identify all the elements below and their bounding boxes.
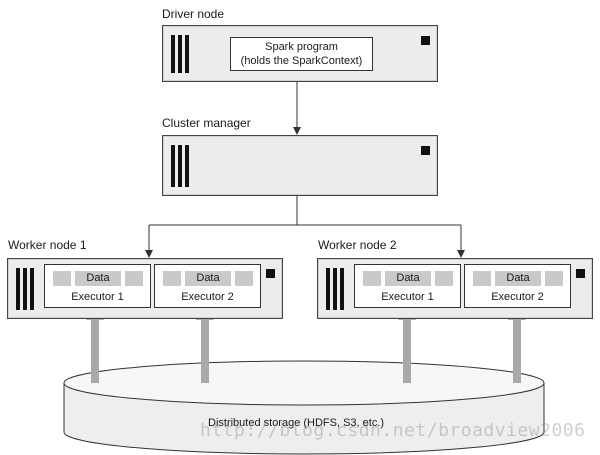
executor-box: Data Executor 2 xyxy=(464,264,571,308)
storage-cylinder xyxy=(63,360,545,455)
worker-node-1-box: Data Executor 1 Data Executor 2 xyxy=(7,258,283,319)
driver-node-title: Driver node xyxy=(162,7,225,21)
watermark-text: http://blog.csdn.net/broadview2006 xyxy=(200,420,586,441)
manager-to-workers-connector xyxy=(145,196,465,258)
data-label: Data xyxy=(185,271,231,286)
executor-name: Executor 1 xyxy=(381,291,434,303)
cluster-manager-title: Cluster manager xyxy=(162,116,251,130)
server-rack-icon xyxy=(16,268,34,310)
worker-node-2-title: Worker node 2 xyxy=(318,238,397,252)
server-rack-icon xyxy=(171,145,189,187)
distributed-storage-label: Distributed storage (HDFS, S3, etc.) xyxy=(208,417,385,429)
status-led-icon xyxy=(576,269,585,278)
executor-name: Executor 1 xyxy=(71,291,124,303)
spark-program-sublabel: (holds the SparkContext) xyxy=(240,55,363,67)
cluster-manager-box xyxy=(162,135,438,196)
executor-box: Data Executor 1 xyxy=(354,264,461,308)
worker-node-1-title: Worker node 1 xyxy=(8,238,87,252)
server-rack-icon xyxy=(326,268,344,310)
data-label: Data xyxy=(495,271,541,286)
executor-box: Data Executor 2 xyxy=(154,264,261,308)
executor-name: Executor 2 xyxy=(491,291,544,303)
executor-data-block: Data xyxy=(163,271,253,286)
status-led-icon xyxy=(421,36,430,45)
driver-node-box: Spark program (holds the SparkContext) xyxy=(162,25,438,82)
server-rack-icon xyxy=(171,35,189,73)
executor-data-block: Data xyxy=(53,271,143,286)
data-label: Data xyxy=(385,271,431,286)
executor-name: Executor 2 xyxy=(181,291,234,303)
worker-node-2-box: Data Executor 1 Data Executor 2 xyxy=(317,258,593,319)
status-led-icon xyxy=(266,269,275,278)
driver-to-manager-arrow xyxy=(293,82,301,135)
data-label: Data xyxy=(75,271,121,286)
executor-box: Data Executor 1 xyxy=(44,264,151,308)
spark-program-label: Spark program xyxy=(265,41,338,53)
status-led-icon xyxy=(421,146,430,155)
executor-data-block: Data xyxy=(363,271,453,286)
spark-program-box: Spark program (holds the SparkContext) xyxy=(230,37,373,71)
executor-data-block: Data xyxy=(473,271,563,286)
